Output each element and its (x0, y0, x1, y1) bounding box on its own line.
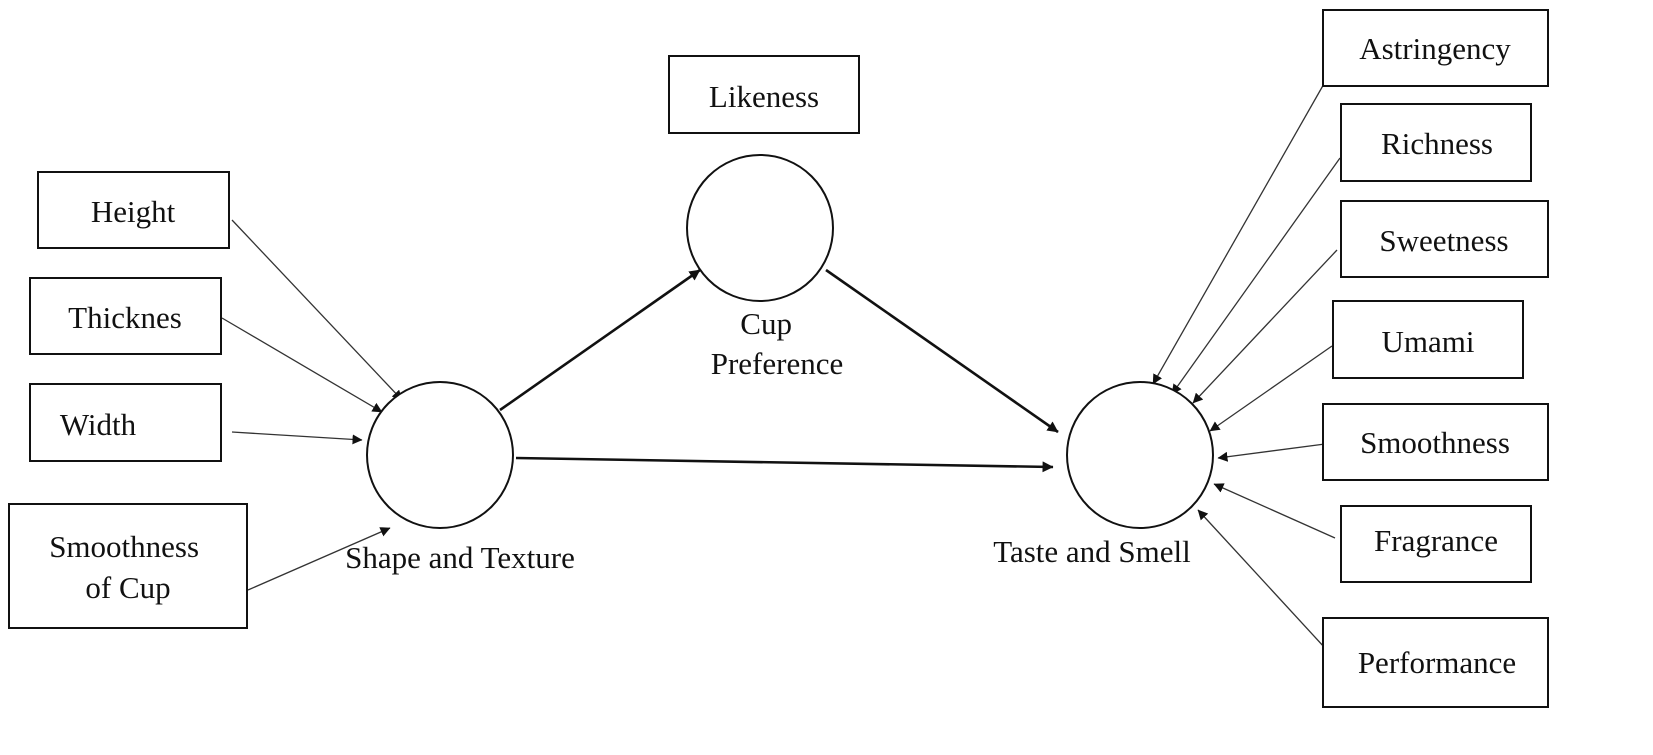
indicator-richness: Richness (1340, 103, 1532, 182)
indicator-likeness: Likeness (668, 55, 860, 134)
svg-text:Fragrance: Fragrance (1374, 523, 1498, 558)
arrow-fragrance-to-taste-smell (1213, 483, 1336, 539)
svg-text:Richness: Richness (1381, 126, 1493, 161)
arrow-sweetness-to-taste-smell (1192, 249, 1338, 404)
svg-text:Astringency: Astringency (1359, 31, 1511, 66)
svg-text:Smoothness: Smoothness (1360, 425, 1510, 460)
path-shape-texture-to-cup-preference (499, 268, 701, 412)
taste-smell-label: Taste and Smell (993, 534, 1191, 569)
indicator-sweetness: Sweetness (1340, 200, 1549, 278)
arrow-height-to-shape-texture (231, 219, 403, 401)
shape-texture-construct (366, 381, 514, 529)
svg-text:Thicknes: Thicknes (68, 300, 182, 335)
path-shape-texture-to-taste-smell (515, 456, 1054, 473)
svg-text:Umami: Umami (1382, 324, 1475, 359)
svg-text:Smoothness of Cup: Smoothness of Cup (49, 529, 207, 605)
arrow-smoothness-to-taste-smell (1217, 443, 1326, 462)
indicator-height: Height (37, 171, 230, 249)
arrow-thicknes-to-shape-texture (221, 317, 383, 413)
svg-text:Likeness: Likeness (709, 79, 819, 114)
indicator-smoothness: Smoothness (1322, 403, 1549, 481)
svg-text:Sweetness: Sweetness (1379, 223, 1508, 258)
arrow-astringency-to-taste-smell (1152, 81, 1326, 385)
svg-text:Width: Width (60, 407, 137, 442)
cup-preference-label: Cup Preference (711, 306, 844, 381)
indicator-performance: Performance (1322, 617, 1549, 708)
arrow-performance-to-taste-smell (1197, 509, 1326, 649)
indicator-fragrance: Fragrance (1340, 505, 1532, 583)
taste-smell-construct (1066, 381, 1214, 529)
svg-text:Height: Height (91, 194, 176, 229)
indicator-thicknes: Thicknes (29, 277, 222, 355)
svg-text:Performance: Performance (1358, 645, 1516, 680)
arrow-smoothness-of-cup-to-shape-texture (247, 527, 391, 591)
arrow-richness-to-taste-smell (1171, 157, 1341, 395)
arrow-umami-to-taste-smell (1209, 345, 1333, 432)
path-cup-preference-to-taste-smell (825, 268, 1059, 434)
indicator-astringency: Astringency (1322, 9, 1549, 87)
indicator-umami: Umami (1332, 300, 1524, 379)
shape-texture-label: Shape and Texture (345, 540, 575, 575)
indicator-width: Width (29, 383, 222, 462)
indicator-smoothness-of-cup: Smoothness of Cup (8, 503, 248, 629)
arrow-width-to-shape-texture (231, 431, 363, 445)
cup-preference-construct (686, 154, 834, 302)
